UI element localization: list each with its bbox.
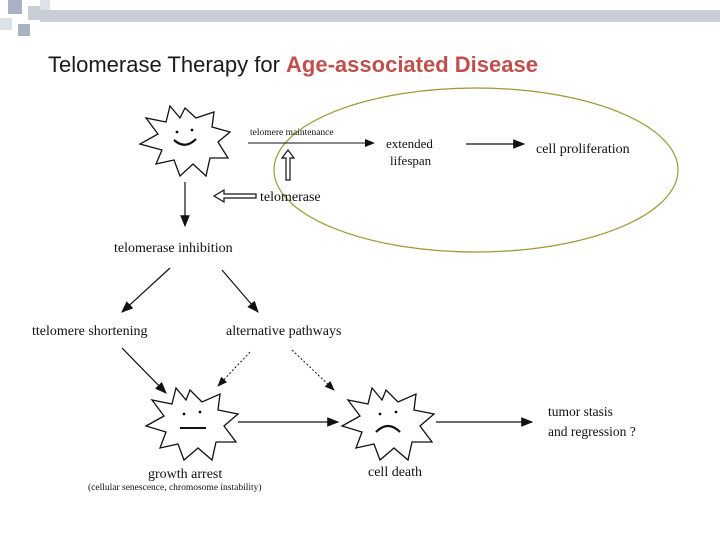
label-growth-arrest-sub: (cellular senescence, chromosome instabi… <box>88 482 262 493</box>
label-cell-death: cell death <box>368 465 422 480</box>
arrow-to-shortening <box>121 267 171 313</box>
header-square <box>28 6 42 20</box>
cell-death-cell-icon <box>340 386 436 462</box>
label-extended: extended <box>386 136 433 151</box>
label-alternative-pathways: alternative pathways <box>226 324 341 339</box>
arrow-alternative-to-arrest <box>217 351 251 387</box>
page-title: Telomerase Therapy for Age-associated Di… <box>48 52 538 78</box>
label-lifespan: lifespan <box>390 153 432 168</box>
label-and-regression: and regression ? <box>548 424 636 439</box>
happy-cell-icon <box>138 104 232 178</box>
header-square <box>0 18 12 30</box>
header-bar <box>40 10 720 22</box>
label-cell-proliferation: cell proliferation <box>536 142 630 157</box>
header-decoration <box>0 0 720 36</box>
label-telomerase-inhibition: telomerase inhibition <box>114 241 233 256</box>
label-telomere-maintenance: telomere maintenance <box>250 128 334 138</box>
label-growth-arrest: growth arrest <box>148 467 222 482</box>
header-square <box>40 0 50 10</box>
arrow-shortening-to-arrest <box>121 347 167 394</box>
title-plain: Telomerase Therapy for <box>48 52 287 77</box>
label-telomerase: telomerase <box>260 190 321 205</box>
hollow-left-arrow <box>212 188 257 204</box>
arrow-to-alternative <box>221 269 259 313</box>
label-telomere-shortening: ttelomere shortening <box>32 324 147 339</box>
title-accent: Age-associated Disease <box>286 52 538 77</box>
label-tumor-stasis: tumor stasis <box>548 404 613 419</box>
highlight-ellipse <box>273 87 679 253</box>
header-square <box>18 24 30 36</box>
hollow-up-arrow <box>280 149 296 181</box>
arrow-alternative-to-death <box>291 349 335 391</box>
growth-arrest-cell-icon <box>144 386 240 462</box>
header-square <box>8 0 22 14</box>
